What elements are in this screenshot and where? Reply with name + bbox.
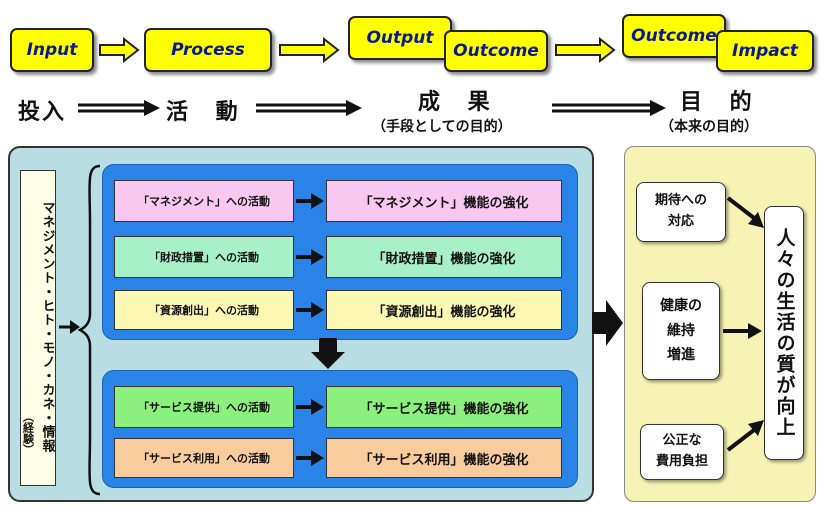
arrow-right-icon <box>555 37 616 63</box>
activity-label: 「サービス利用」への活動 <box>138 452 270 465</box>
activity-cell-service-use: 「サービス利用」への活動 <box>114 438 294 478</box>
activity-cell-management: 「マネジメント」への活動 <box>114 180 294 222</box>
function-cell-service-use: 「サービス利用」機能の強化 <box>326 438 562 478</box>
arrow-right-icon <box>296 450 324 466</box>
result-stage-sub: （手段としての目的） <box>372 119 512 135</box>
function-cell-finance: 「財政措置」機能の強化 <box>326 236 562 278</box>
fair-line1: 公正な <box>662 433 702 449</box>
expectation-line2: 対応 <box>667 214 694 229</box>
purpose-stage-sub: （本来の目的） <box>660 119 758 135</box>
function-cell-service-provision: 「サービス提供」機能の強化 <box>326 386 562 428</box>
arrow-right-icon <box>296 249 324 265</box>
double-arrow-right-icon <box>78 100 160 116</box>
output-label: Output <box>366 28 434 48</box>
function-label: 「財政措置」機能の強化 <box>372 251 516 267</box>
arrow-right-icon <box>99 37 140 63</box>
arrow-right-icon <box>296 302 324 318</box>
impact-box: Impact <box>716 30 814 72</box>
process-label: Process <box>171 40 245 60</box>
activity-label: 「財政措置」への活動 <box>149 251 259 264</box>
double-arrow-right-icon <box>256 100 362 116</box>
function-label: 「サービス利用」機能の強化 <box>359 452 529 468</box>
health-line1: 健康の <box>660 298 702 315</box>
function-cell-management: 「マネジメント」機能の強化 <box>326 180 562 222</box>
arrow-diagonal-icon <box>726 196 764 228</box>
activity-label: 「マネジメント」への活動 <box>138 195 270 208</box>
input-box: Input <box>10 28 94 72</box>
quality-of-life-label: 人々の生活の質が向上 <box>773 228 796 438</box>
result-stage-label: 成 果 <box>418 90 500 115</box>
activity-label: 「サービス提供」への活動 <box>138 401 270 414</box>
outcome-box-2: Outcome <box>622 14 726 58</box>
health-line3: 増進 <box>667 347 695 364</box>
quality-of-life-box: 人々の生活の質が向上 <box>764 206 804 460</box>
activity-stage-label: 活 動 <box>166 100 248 125</box>
arrow-right-icon <box>723 323 762 339</box>
activity-cell-finance: 「財政措置」への活動 <box>114 236 294 278</box>
resources-box: マネジメント・ヒト・モノ・カネ・情報 （経験） <box>20 170 56 486</box>
function-cell-resources: 「資源創出」機能の強化 <box>326 290 562 330</box>
process-box: Process <box>144 28 272 72</box>
activity-cell-resources: 「資源創出」への活動 <box>114 290 294 330</box>
expectation-box: 期待への対応 <box>636 182 726 242</box>
health-box: 健康の維持増進 <box>642 282 720 380</box>
activity-label: 「資源創出」への活動 <box>149 304 259 317</box>
outcome-label-1: Outcome <box>453 41 539 61</box>
activity-cell-service-provision: 「サービス提供」への活動 <box>114 386 294 428</box>
double-arrow-right-icon <box>552 100 666 116</box>
impact-label: Impact <box>732 41 798 61</box>
function-label: 「サービス提供」機能の強化 <box>359 401 529 417</box>
input-stage-label: 投入 <box>18 100 67 125</box>
purpose-stage-label: 目 的 <box>680 90 762 115</box>
fair-cost-box: 公正な費用負担 <box>640 424 724 480</box>
arrow-down-icon <box>311 338 345 369</box>
resources-sub: （経験） <box>21 411 35 455</box>
brace-icon <box>78 164 101 496</box>
arrow-right-icon <box>296 193 324 209</box>
expectation-line1: 期待への <box>654 193 707 209</box>
big-arrow-right-icon <box>592 300 623 346</box>
output-box: Output <box>348 16 452 60</box>
fair-line2: 費用負担 <box>655 454 708 469</box>
resources-label: マネジメント・ヒト・モノ・カネ・情報 <box>39 201 55 453</box>
function-label: 「マネジメント」機能の強化 <box>359 195 529 211</box>
arrow-right-icon <box>296 399 324 415</box>
arrow-right-icon <box>59 320 80 334</box>
health-line2: 維持 <box>667 322 695 339</box>
arrow-diagonal-icon <box>726 420 764 452</box>
outcome-box-1: Outcome <box>444 30 548 72</box>
arrow-right-icon <box>279 37 340 63</box>
function-label: 「資源創出」機能の強化 <box>372 304 516 320</box>
outcome-label-2: Outcome <box>631 26 717 46</box>
input-label: Input <box>26 40 78 60</box>
